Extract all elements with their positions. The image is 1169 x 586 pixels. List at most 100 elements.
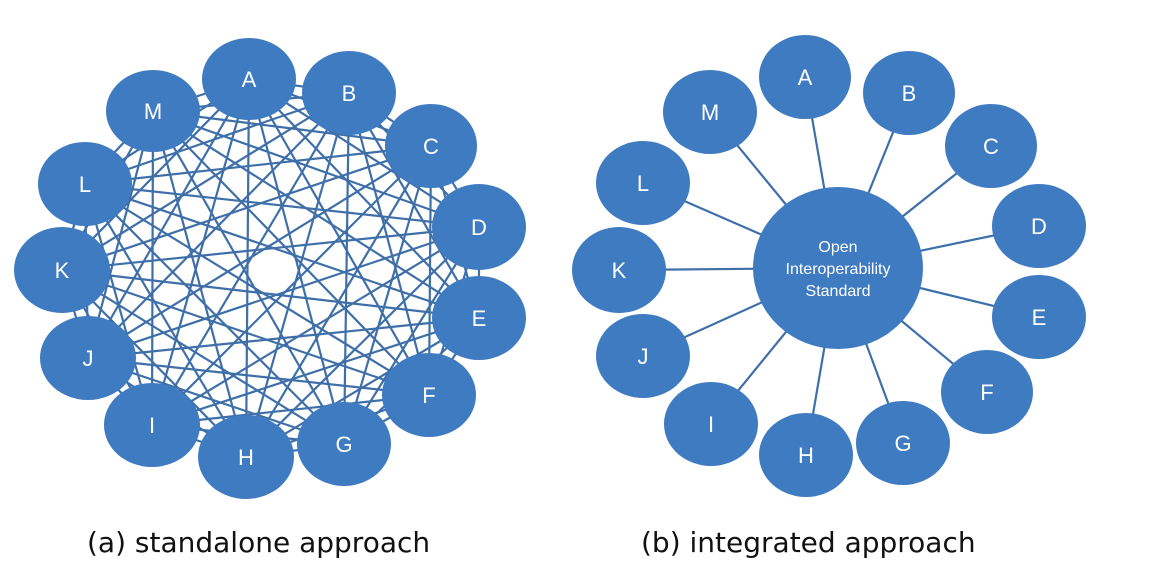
standalone-node-label: I — [149, 413, 155, 438]
mesh-edge-G-L — [84, 183, 345, 445]
mesh-edge-E-M — [152, 110, 480, 319]
standalone-node-label: C — [423, 134, 439, 159]
integrated-node-D: D — [992, 184, 1086, 268]
integrated-node-circle — [596, 141, 690, 225]
standalone-node-K: K — [14, 227, 110, 313]
integrated-node-circle — [945, 104, 1037, 188]
mesh-edge-F-K — [61, 268, 430, 397]
integrated-nodes: A B C D E F G H I J K L M — [572, 35, 1086, 497]
integrated-node-label: I — [708, 412, 714, 437]
standalone-node-label: E — [472, 306, 487, 331]
standalone-nodes: A B CD E F G H IJK L M — [14, 38, 526, 499]
integrated-node-label: B — [902, 81, 917, 106]
integrated-node-F: F — [941, 350, 1033, 434]
integrated-node-circle — [663, 70, 757, 154]
standalone-node-label: A — [242, 67, 257, 92]
standalone-node-G: G — [297, 402, 391, 486]
integrated-node-B: B — [863, 51, 955, 135]
mesh-edge-E-I — [151, 316, 480, 427]
panel-standalone: A B CD E F G H IJK L M — [14, 38, 526, 499]
hub-label-line: Interoperability — [786, 261, 891, 278]
integrated-node-L: L — [596, 141, 690, 225]
integrated-node-label: K — [612, 258, 627, 283]
standalone-node-H: H — [198, 415, 294, 499]
standalone-node-M: M — [106, 70, 200, 152]
mesh-edge-H-M — [151, 110, 248, 458]
hub-label-line: Open — [818, 239, 857, 256]
mesh-edge-D-H — [245, 226, 480, 458]
integrated-node-J: J — [596, 314, 690, 398]
hub-circle — [753, 187, 923, 349]
mesh-edge-B-I — [151, 92, 350, 426]
mesh-edge-J-M — [86, 110, 155, 359]
standalone-node-circle — [14, 227, 110, 313]
mesh-edge-C-G — [342, 145, 433, 445]
standalone-node-label: G — [335, 432, 352, 457]
integrated-node-label: J — [638, 344, 649, 369]
standalone-node-D: D — [432, 184, 526, 270]
mesh-edge-E-K — [61, 268, 480, 320]
caption-integrated: (b) integrated approach — [641, 526, 976, 559]
mesh-edge-F-M — [152, 110, 430, 396]
integrated-node-label: C — [983, 134, 999, 159]
standalone-node-label: L — [79, 172, 91, 197]
integrated-node-circle — [596, 314, 690, 398]
mesh-edge-A-H — [244, 78, 251, 458]
standalone-node-circle — [385, 104, 477, 188]
mesh-edge-G-M — [152, 110, 345, 445]
standalone-node-label: M — [144, 99, 162, 124]
mesh-edge-C-J — [87, 145, 432, 359]
integrated-node-E: E — [992, 275, 1086, 359]
integrated-node-circle — [759, 413, 853, 497]
standalone-node-J: J — [40, 316, 136, 400]
standalone-node-circle — [202, 38, 296, 120]
standalone-node-label: H — [238, 445, 254, 470]
standalone-node-circle — [432, 276, 526, 360]
mesh-edge-A-J — [87, 78, 250, 359]
mesh-edge-B-K — [61, 92, 350, 271]
standalone-node-circle — [432, 184, 526, 270]
integrated-node-label: D — [1031, 214, 1047, 239]
integrated-node-G: G — [856, 401, 950, 485]
standalone-node-circle — [38, 142, 132, 226]
standalone-node-circle — [106, 70, 200, 152]
mesh-edge-B-H — [244, 92, 351, 458]
standalone-node-L: L — [38, 142, 132, 226]
mesh-edge-B-F — [347, 92, 431, 396]
standalone-node-circle — [198, 415, 294, 499]
mesh-edge-D-L — [84, 182, 480, 229]
standalone-node-circle — [40, 316, 136, 400]
integrated-node-label: A — [798, 65, 813, 90]
integrated-node-label: F — [980, 380, 993, 405]
standalone-node-label: F — [422, 383, 435, 408]
standalone-node-circle — [302, 51, 396, 135]
standalone-node-F: F — [382, 353, 476, 437]
mesh-edge-D-M — [152, 109, 480, 229]
mesh-edge-E-L — [84, 182, 480, 320]
integrated-node-label: M — [701, 100, 719, 125]
standalone-node-label: B — [342, 81, 357, 106]
standalone-node-circle — [104, 383, 200, 467]
caption-standalone: (a) standalone approach — [87, 526, 431, 559]
standalone-node-circle — [297, 402, 391, 486]
mesh-edge-C-L — [84, 144, 432, 186]
integrated-node-M: M — [663, 70, 757, 154]
integrated-node-label: L — [637, 171, 649, 196]
integrated-node-label: G — [894, 431, 911, 456]
integrated-node-C: C — [945, 104, 1037, 188]
integrated-node-K: K — [572, 227, 666, 313]
mesh-edge-A-E — [248, 78, 480, 319]
integrated-node-circle — [664, 382, 758, 466]
standalone-node-circle — [382, 353, 476, 437]
integrated-node-A: A — [759, 35, 851, 119]
integrated-node-H: H — [759, 413, 853, 497]
mesh-edge-H-L — [84, 183, 247, 458]
mesh-edge-F-L — [84, 183, 430, 396]
standalone-node-A: A — [202, 38, 296, 120]
integrated-node-label: E — [1032, 305, 1047, 330]
mesh-edge-I-M — [150, 110, 155, 426]
standalone-node-B: B — [302, 51, 396, 135]
integrated-node-circle — [856, 401, 950, 485]
